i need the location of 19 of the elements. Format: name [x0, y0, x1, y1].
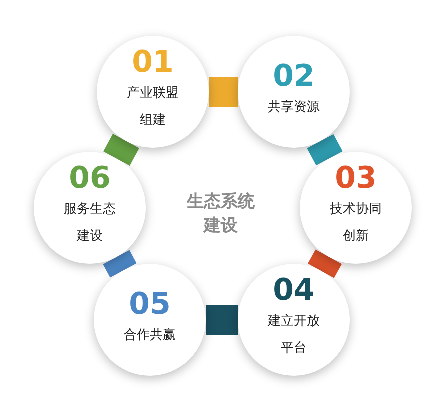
connector-band [209, 77, 238, 107]
connector-band [103, 250, 137, 278]
step-label: 建立开放平台 [267, 313, 321, 358]
step-number: 01 [132, 46, 174, 80]
step-label: 共享资源 [267, 98, 321, 116]
step-number: 02 [273, 60, 315, 94]
step-label: 服务生态建设 [63, 201, 117, 246]
step-label: 合作共赢 [123, 326, 177, 344]
center-title: 生态系统建设 [186, 191, 256, 238]
connector-band [308, 250, 342, 278]
step-number: 05 [129, 288, 171, 322]
step-number: 03 [335, 162, 377, 196]
step-number: 06 [69, 162, 111, 196]
step-label: 技术协同创新 [329, 201, 383, 246]
step-label: 产业联盟组建 [126, 85, 180, 130]
step-number: 04 [273, 274, 315, 308]
connector-band [104, 134, 140, 166]
connector-band [206, 305, 238, 335]
connector-band [307, 134, 343, 166]
